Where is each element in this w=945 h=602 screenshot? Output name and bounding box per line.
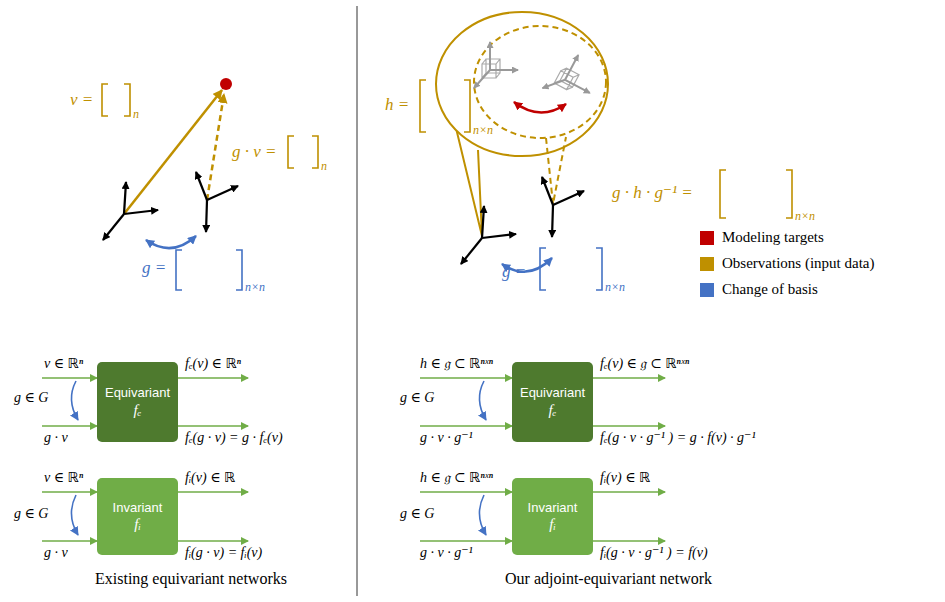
math-label: fₑ(g · v) = g · fₑ(v) [185,430,283,446]
box-title: Invariant [113,500,163,516]
legend-swatch [700,283,714,297]
legend-text: Change of basis [722,281,818,298]
function-symbol: fᵢ [134,515,141,533]
network-box: Equivariantfₑ [97,362,178,442]
function-symbol: fᵢ [549,515,556,533]
math-label: g ∈ G [14,390,48,406]
math-label: g · h · g⁻¹ = [612,183,693,203]
math-label: g ∈ G [400,390,434,406]
math-label: g = [142,258,166,278]
dimension-subscript: n×n [795,210,815,224]
box-title: Equivariant [105,385,170,401]
math-label: g · v [44,430,68,446]
legend-swatch [700,231,714,245]
math-label: g · v · g⁻¹ [420,430,473,446]
math-label: fᵢ(v) ∈ ℝ [185,470,235,486]
legend-text: Observations (input data) [722,255,874,272]
math-label: h ∈ 𝔤 ⊂ ℝⁿˣⁿ [420,356,493,372]
function-symbol: fₑ [548,401,556,419]
box-title: Invariant [528,500,578,516]
math-label: g ∈ G [400,506,434,522]
network-box: Invariantfᵢ [512,478,593,555]
math-label: v = [70,90,93,110]
math-label: v ∈ ℝⁿ [44,470,83,486]
box-title: Equivariant [520,385,585,401]
math-label: g · v [44,545,68,561]
math-label: fₑ(g · v · g⁻¹ ) = g · f(v) · g⁻¹ [600,430,756,446]
math-label: fₑ(v) ∈ ℝⁿ [185,356,241,372]
panel-caption: Existing equivariant networks [95,570,287,588]
dimension-subscript: n [133,108,139,122]
function-symbol: fₑ [133,401,141,419]
math-label: h ∈ 𝔤 ⊂ ℝⁿˣⁿ [420,470,493,486]
math-label: g = [502,262,526,282]
legend-text: Modeling targets [722,229,824,246]
math-label: fᵢ(g · v) = fᵢ(v) [185,545,262,561]
math-label: fₑ(v) ∈ 𝔤 ⊂ ℝⁿˣⁿ [600,356,689,372]
math-label: fᵢ(g · v · g⁻¹ ) = f(v) [600,545,708,561]
math-label: g · v · g⁻¹ [420,545,473,561]
math-label: fᵢ(v) ∈ ℝ [600,470,650,486]
network-box: Invariantfᵢ [97,478,178,555]
panel-caption: Our adjoint-equivariant network [505,570,712,588]
math-label: h = [385,95,409,115]
math-label: g ∈ G [14,506,48,522]
dimension-subscript: n [321,160,327,174]
math-label: v ∈ ℝⁿ [44,356,83,372]
network-box: Equivariantfₑ [512,362,593,442]
dimension-subscript: n×n [245,281,265,295]
math-label: g · v = [232,142,277,162]
dimension-subscript: n×n [605,281,625,295]
dimension-subscript: n×n [473,124,493,138]
legend-swatch [700,257,714,271]
